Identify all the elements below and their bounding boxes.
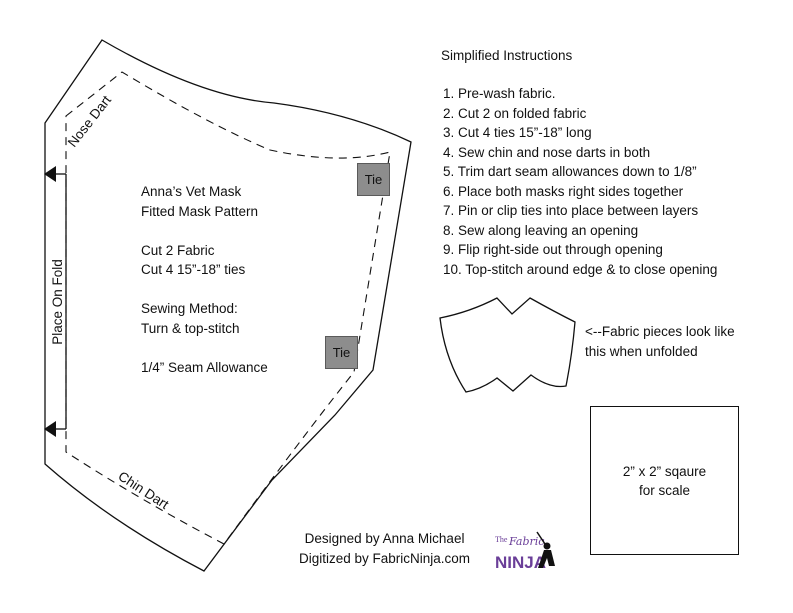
instruction-step: 2. Cut 2 on folded fabric — [443, 105, 587, 121]
svg-text:The: The — [495, 535, 508, 544]
cut-fabric-note: Cut 2 Fabric — [141, 242, 215, 258]
fabric-ninja-logo: The Fabric NINJA — [495, 531, 555, 572]
pattern-info: Anna’s Vet Mask Fitted Mask Pattern Cut … — [141, 182, 268, 377]
instruction-step: 1. Pre-wash fabric. — [443, 86, 556, 101]
scale-square-line2: for scale — [638, 482, 690, 498]
seam-allowance-note: 1/4” Seam Allowance — [141, 359, 268, 375]
instruction-step: 4. Sew chin and nose darts in both — [443, 144, 651, 160]
pattern-subtitle: Fitted Mask Pattern — [141, 203, 259, 219]
instruction-step: 5. Trim dart seam allowances down to 1/8… — [443, 164, 697, 179]
svg-text:NINJA: NINJA — [495, 553, 546, 572]
digitizer-credit: Digitized by FabricNinja.com — [299, 550, 471, 566]
mask-seam-line — [65, 71, 391, 545]
unfolded-mask-illustration — [439, 297, 576, 393]
tie-marker-top: Tie — [357, 163, 390, 196]
instruction-step: 7. Pin or clip ties into place between l… — [443, 203, 699, 218]
pattern-name: Anna’s Vet Mask — [141, 184, 242, 199]
instruction-step: 9. Flip right-side out through opening — [443, 242, 663, 257]
scale-square-line1: 2” x 2” sqaure — [622, 463, 707, 479]
instruction-step: 10. Top-stitch around edge & to close op… — [443, 261, 718, 277]
unfolded-note-line1: <--Fabric pieces look like — [585, 324, 735, 339]
unfolded-note: <--Fabric pieces look like this when unf… — [585, 322, 735, 361]
scale-square: 2” x 2” sqaure for scale — [590, 406, 739, 555]
nose-dart-label: Nose Dart — [65, 92, 114, 149]
instruction-step: 8. Sew along leaving an opening — [443, 222, 639, 238]
place-on-fold-arrow — [44, 166, 67, 437]
mask-cut-outline — [44, 39, 412, 572]
sewing-method-label: Sewing Method: — [141, 301, 238, 316]
chin-dart-label: Chin Dart — [115, 468, 171, 512]
ninja-figure-icon — [536, 531, 555, 568]
svg-text:Fabric: Fabric — [508, 535, 544, 548]
cut-ties-note: Cut 4 15”-18” ties — [141, 262, 246, 277]
instruction-step: 6. Place both masks right sides together — [443, 183, 684, 199]
instruction-step: 3. Cut 4 ties 15”-18” long — [443, 125, 592, 140]
instructions-title: Simplified Instructions — [441, 48, 573, 63]
place-on-fold-label: Place On Fold — [50, 259, 65, 345]
designer-credit: Designed by Anna Michael — [304, 531, 465, 546]
unfolded-note-line2: this when unfolded — [585, 343, 698, 359]
credits: Designed by Anna Michael Digitized by Fa… — [299, 529, 470, 568]
sewing-method-value: Turn & top-stitch — [141, 320, 240, 336]
instructions-list: 1. Pre-wash fabric. 2. Cut 2 on folded f… — [443, 84, 717, 279]
tie-marker-bottom: Tie — [325, 336, 358, 369]
